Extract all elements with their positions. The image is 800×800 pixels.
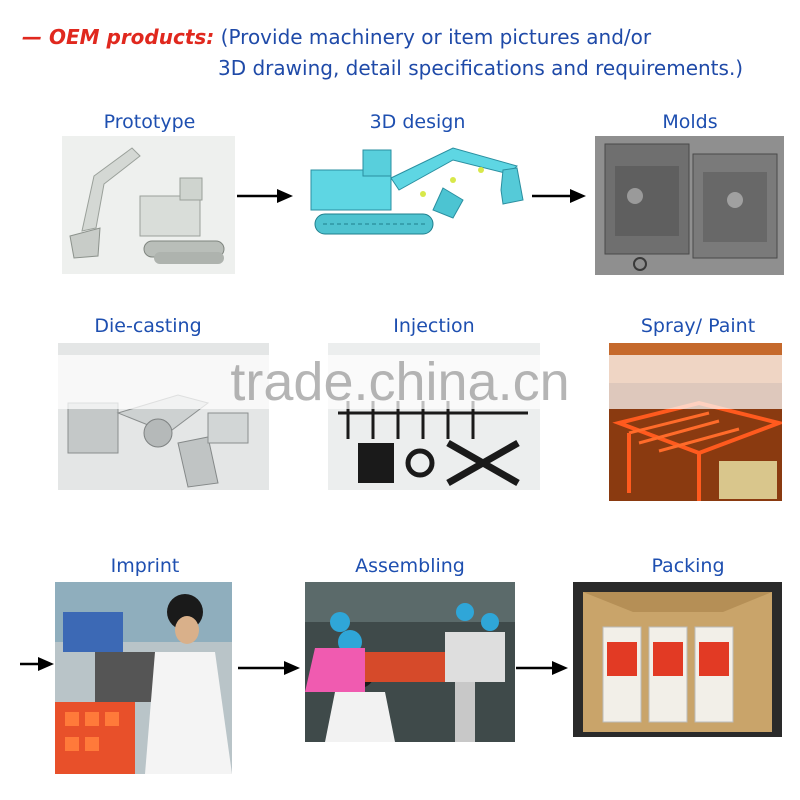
step-label-spray-paint: Spray/ Paint xyxy=(640,315,756,337)
step-label-prototype: Prototype xyxy=(103,111,196,133)
assembling-photo xyxy=(305,582,515,742)
arrow-prototype-to-3d-design xyxy=(237,187,293,205)
step-label-packing: Packing xyxy=(651,555,725,577)
header-text: — OEM products: (Provide machinery or it… xyxy=(22,22,782,84)
header-prefix: — xyxy=(22,25,49,49)
step-label-imprint: Imprint xyxy=(110,555,180,577)
oem-label: OEM products: xyxy=(48,25,215,49)
packing-photo xyxy=(573,582,782,737)
arrow-assembling-to-packing xyxy=(516,659,568,677)
header-line-1-text: (Provide machinery or item pictures and/… xyxy=(214,25,652,49)
watermark-band xyxy=(0,355,800,409)
3d-design-photo xyxy=(303,140,531,242)
step-label-3d-design: 3D design xyxy=(369,111,466,133)
molds-photo xyxy=(595,136,784,275)
imprint-photo xyxy=(55,582,232,774)
arrow-3d-design-to-molds xyxy=(532,187,586,205)
step-label-molds: Molds xyxy=(662,111,718,133)
arrow-imprint-to-assembling xyxy=(238,659,300,677)
prototype-photo xyxy=(62,136,235,274)
header-line-1: — OEM products: (Provide machinery or it… xyxy=(22,22,782,53)
arrow-into-imprint xyxy=(20,655,54,673)
step-label-die-casting: Die-casting xyxy=(94,315,202,337)
step-label-assembling: Assembling xyxy=(355,555,465,577)
step-label-injection: Injection xyxy=(393,315,475,337)
header-line-2: 3D drawing, detail specifications and re… xyxy=(218,56,744,80)
